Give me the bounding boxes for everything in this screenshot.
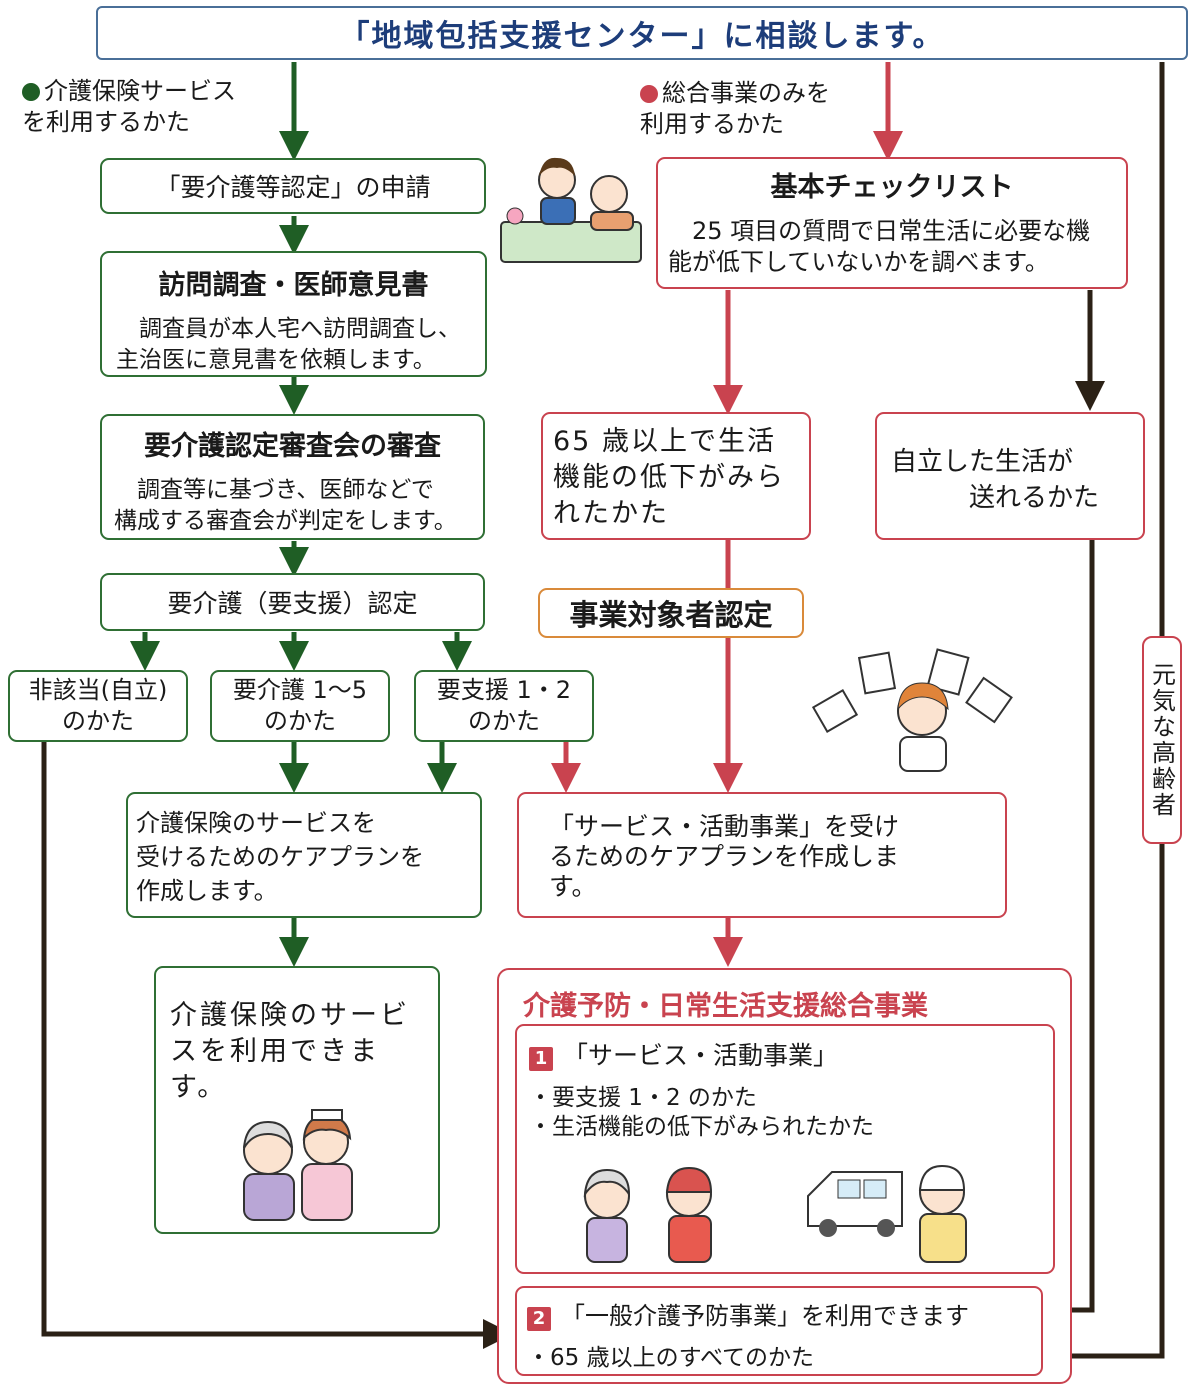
function-decline-box: 65 歳以上で生活 機能の低下がみら れたかた	[541, 412, 811, 540]
care-plan-text: 介護保険のサービスを 受けるためのケアプランを 作成します。	[136, 809, 424, 905]
non-applicable-box: 非該当(自立) のかた	[8, 670, 188, 742]
number-badge-2: 2	[527, 1307, 551, 1331]
service-activity-title: 「サービス・活動事業」	[563, 1041, 839, 1070]
van-and-staff-illustration	[807, 1164, 967, 1263]
red-dot-icon	[640, 85, 658, 103]
basic-checklist-text: 25 項目の質問で日常生活に必要な機 能が低下していないかを調べます。	[668, 217, 1091, 276]
elderly-and-helper-illustration	[583, 1166, 713, 1263]
service-available-box: 介護保険のサービ スを利用できま す。	[154, 966, 440, 1234]
service-plan-text: 「サービス・活動事業」を受け るためのケアプランを作成しま す。	[549, 812, 900, 901]
general-prevention-section: 2 「一般介護予防事業」を利用できます ・65 歳以上のすべてのかた	[515, 1286, 1043, 1376]
visit-survey-text: 調査員が本人宅へ訪問調査し、 主治医に意見書を依頼します。	[116, 316, 461, 373]
healthy-elderly-label: 元気な高齢者	[1142, 636, 1182, 844]
service-plan-box: 「サービス・活動事業」を受け るためのケアプランを作成しま す。	[517, 792, 1007, 918]
service-activity-bullets: ・要支援 1・2 のかた ・生活機能の低下がみられたかた	[529, 1085, 874, 1140]
general-prevention-title: 「一般介護予防事業」を利用できます	[561, 1302, 969, 1330]
right-branch-label: 総合事業のみを 利用するかた	[640, 79, 830, 138]
review-board-box: 要介護認定審査会の審査 調査等に基づき、医師などで 構成する審査会が判定をします…	[100, 414, 485, 540]
independent-life-box: 自立した生活が 送れるかた	[875, 412, 1145, 540]
green-dot-icon	[22, 83, 40, 101]
service-available-text: 介護保険のサービ スを利用できま す。	[170, 1000, 410, 1103]
visit-survey-box: 訪問調査・医師意見書 調査員が本人宅へ訪問調査し、 主治医に意見書を依頼します。	[100, 251, 487, 377]
consult-center-banner: 「地域包括支援センター」に相談します。	[96, 6, 1188, 60]
visit-survey-title: 訪問調査・医師意見書	[158, 270, 429, 301]
certification-result-box: 要介護（要支援）認定	[100, 573, 485, 631]
basic-checklist-title: 基本チェックリスト	[770, 172, 1014, 203]
support-level-box: 要支援 1・2 のかた	[414, 670, 594, 742]
service-activity-section: 1 「サービス・活動事業」 ・要支援 1・2 のかた ・生活機能の低下がみられたか…	[515, 1024, 1055, 1274]
independent-life-text: 自立した生活が 送れるかた	[891, 447, 1100, 513]
service-activity-heading: 1 「サービス・活動事業」	[529, 1036, 1053, 1072]
general-prevention-heading: 2 「一般介護予防事業」を利用できます	[527, 1296, 1041, 1331]
basic-checklist-box: 基本チェックリスト 25 項目の質問で日常生活に必要な機 能が低下していないかを…	[656, 157, 1128, 289]
number-badge-1: 1	[529, 1047, 553, 1071]
certification-application-box: 「要介護等認定」の申請	[100, 158, 486, 214]
business-target-box: 事業対象者認定	[538, 588, 804, 638]
comprehensive-program-title: 介護予防・日常生活支援総合事業	[523, 991, 928, 1022]
review-board-title: 要介護認定審査会の審査	[144, 431, 441, 462]
general-prevention-bullets: ・65 歳以上のすべてのかた	[527, 1345, 815, 1371]
function-decline-text: 65 歳以上で生活 機能の低下がみら れたかた	[553, 426, 785, 529]
care-plan-box: 介護保険のサービスを 受けるためのケアプランを 作成します。	[126, 792, 482, 918]
comprehensive-program-box: 介護予防・日常生活支援総合事業 1 「サービス・活動事業」 ・要支援 1・2 のか…	[497, 968, 1072, 1384]
left-branch-label: 介護保険サービス を利用するかた	[22, 77, 236, 136]
consultation-illustration	[500, 157, 642, 263]
woman-with-documents-illustration	[812, 648, 1013, 772]
care-level-box: 要介護 1～5 のかた	[210, 670, 390, 742]
review-board-text: 調査等に基づき、医師などで 構成する審査会が判定をします。	[114, 477, 457, 534]
caregiver-elderly-illustration	[243, 1109, 353, 1221]
